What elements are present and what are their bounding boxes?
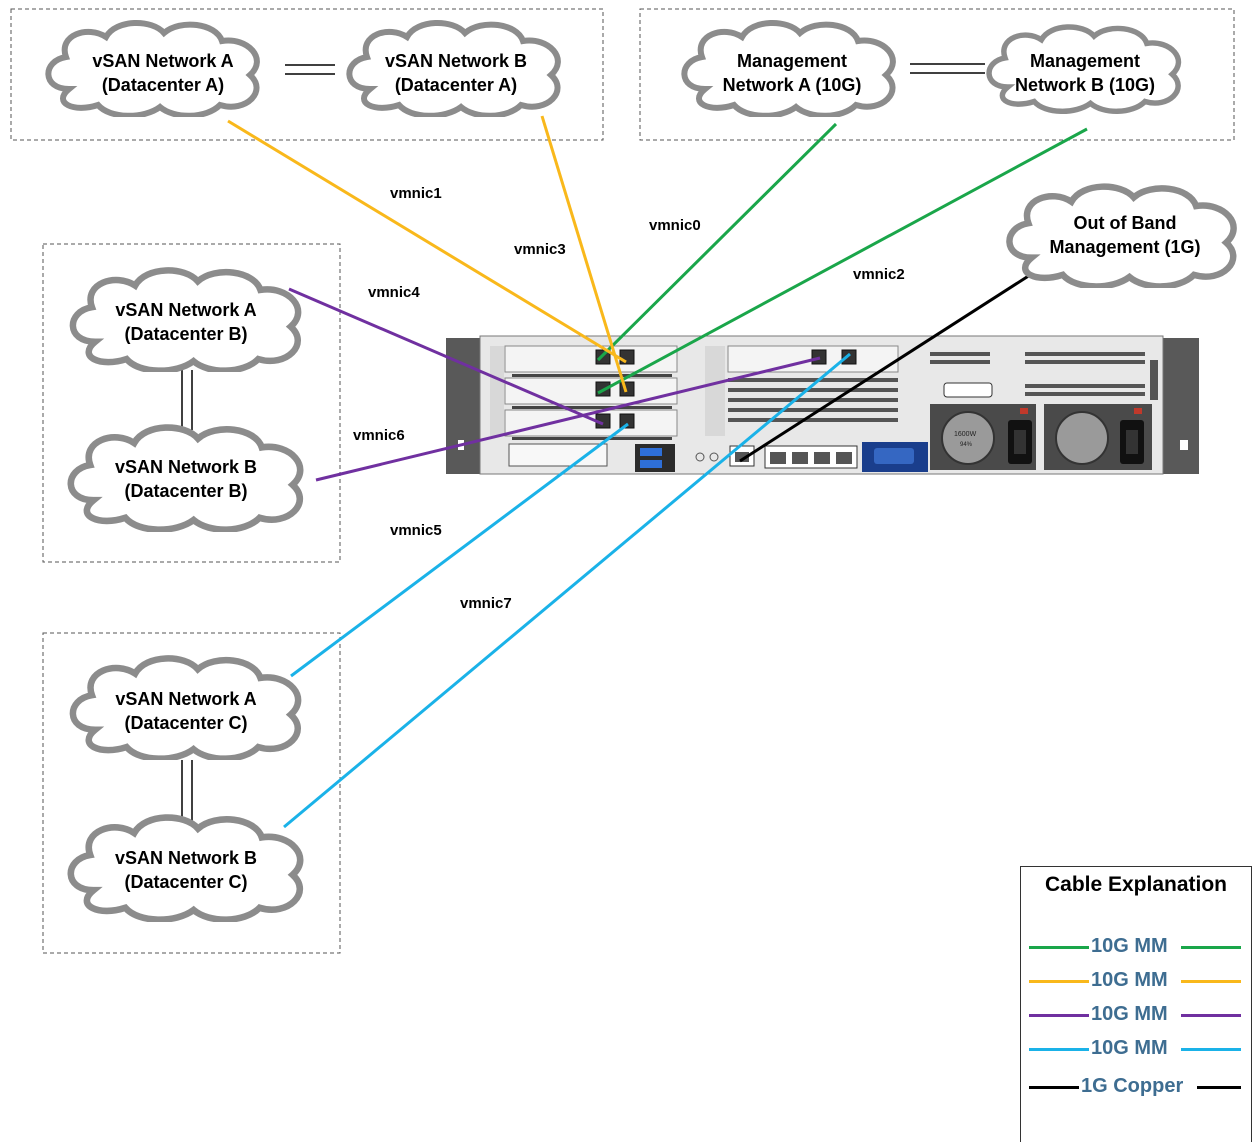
legend-item-black: 1G Copper <box>1029 1075 1241 1099</box>
vmnic5-label: vmnic5 <box>390 522 442 539</box>
svg-text:vSAN Network A: vSAN Network A <box>115 689 256 709</box>
svg-text:Management: Management <box>1030 51 1140 71</box>
legend-item-label: 10G MM <box>1091 1003 1168 1026</box>
svg-text:(Datacenter A): (Datacenter A) <box>102 75 224 95</box>
legend-item-label: 10G MM <box>1091 1037 1168 1060</box>
vmnic6-label: vmnic6 <box>353 427 405 444</box>
cable-vmnic5 <box>290 422 629 678</box>
cable-vmnic6 <box>315 356 821 482</box>
cloud-vsan-b-dc-c: vSAN Network B (Datacenter C) <box>71 818 300 920</box>
cloud-vsan-a-dc-c: vSAN Network A (Datacenter C) <box>73 658 298 758</box>
legend-title: Cable Explanation <box>1044 873 1228 896</box>
link-management <box>910 63 985 74</box>
vmnic7-label: vmnic7 <box>460 595 512 612</box>
datacenter-b-group <box>42 243 341 563</box>
svg-text:Out of Band: Out of Band <box>1074 213 1177 233</box>
link-dc-a <box>285 64 335 75</box>
vmnic4-label: vmnic4 <box>368 284 420 301</box>
svg-text:Management: Management <box>737 51 847 71</box>
cloud-vsan-b-dc-b: vSAN Network B (Datacenter B) <box>71 428 300 530</box>
datacenter-a-group <box>10 8 604 141</box>
psu-efficiency-label: 94% <box>960 442 973 448</box>
legend-item-yellow: 10G MM <box>1029 969 1241 993</box>
vmnic2-label: vmnic2 <box>853 266 905 283</box>
cable-oob <box>739 273 1031 463</box>
legend-item-label: 10G MM <box>1091 969 1168 992</box>
cloud-out-of-band: Out of Band Management (1G) <box>1009 187 1233 287</box>
svg-text:vSAN Network B: vSAN Network B <box>385 51 527 71</box>
svg-text:(Datacenter C): (Datacenter C) <box>124 872 247 892</box>
cloud-management-a: Management Network A (10G) <box>684 23 893 116</box>
datacenter-c-group <box>42 632 341 954</box>
vmnic0-label: vmnic0 <box>649 217 701 234</box>
cable-vmnic0 <box>596 122 838 362</box>
cloud-management-b: Management Network B (10G) <box>989 27 1178 111</box>
vmnic1-label: vmnic1 <box>390 185 442 202</box>
cable-vmnic7 <box>283 352 851 829</box>
svg-text:Network B (10G): Network B (10G) <box>1015 75 1155 95</box>
cable-legend: Cable Explanation 10G MM 10G MM 10G MM 1… <box>1020 866 1252 1142</box>
link-dc-c <box>181 760 193 822</box>
svg-text:(Datacenter C): (Datacenter C) <box>124 713 247 733</box>
cloud-vsan-a-dc-a: vSAN Network A (Datacenter A) <box>48 23 257 116</box>
svg-text:(Datacenter B): (Datacenter B) <box>124 324 247 344</box>
cable-vmnic2 <box>597 127 1088 395</box>
psu-wattage-label: 1600W <box>954 431 977 438</box>
svg-text:vSAN Network A: vSAN Network A <box>92 51 233 71</box>
svg-text:Management (1G): Management (1G) <box>1049 237 1200 257</box>
svg-text:(Datacenter B): (Datacenter B) <box>124 481 247 501</box>
management-group <box>639 8 1235 141</box>
cable-vmnic3 <box>540 115 628 393</box>
legend-item-label: 10G MM <box>1091 935 1168 958</box>
vmnic3-label: vmnic3 <box>514 241 566 258</box>
svg-text:vSAN Network B: vSAN Network B <box>115 457 257 477</box>
cloud-vsan-b-dc-a: vSAN Network B (Datacenter A) <box>349 23 558 116</box>
cable-vmnic4 <box>288 287 604 426</box>
svg-text:Network A (10G): Network A (10G) <box>723 75 862 95</box>
svg-text:(Datacenter A): (Datacenter A) <box>395 75 517 95</box>
svg-text:vSAN Network A: vSAN Network A <box>115 300 256 320</box>
legend-item-green: 10G MM <box>1029 935 1241 959</box>
link-dc-b <box>181 370 193 430</box>
server-chassis: 1600W 94% <box>446 335 1199 475</box>
cloud-vsan-a-dc-b: vSAN Network A (Datacenter B) <box>73 270 298 370</box>
svg-text:vSAN Network B: vSAN Network B <box>115 848 257 868</box>
legend-item-cyan: 10G MM <box>1029 1037 1241 1061</box>
legend-item-purple: 10G MM <box>1029 1003 1241 1027</box>
legend-item-label: 1G Copper <box>1081 1075 1184 1098</box>
cable-vmnic1 <box>227 119 627 364</box>
